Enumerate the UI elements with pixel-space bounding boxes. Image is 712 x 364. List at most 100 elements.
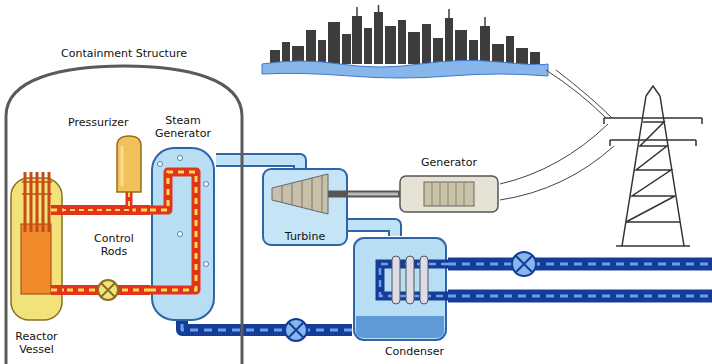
city-skyline — [506, 36, 514, 64]
city-skyline — [270, 12, 540, 64]
pump-symbol — [98, 280, 118, 300]
reactor-vessel-shape — [22, 182, 52, 194]
condenser: Condenser — [352, 236, 448, 360]
cooling-water-pipes — [512, 252, 536, 276]
turbine-shape — [328, 191, 348, 198]
pressurizer-label: Pressurizer — [68, 116, 129, 129]
pressurizer-shape — [121, 146, 124, 186]
steam-generator-shape — [150, 114, 216, 324]
pipe-connector — [64, 192, 129, 210]
generator-shape — [432, 182, 464, 206]
reactor-vessel: Reactor Vessel — [9, 172, 64, 360]
condenser-shape — [356, 316, 444, 338]
steam-generator-shape — [158, 162, 163, 167]
pump-symbol — [101, 283, 115, 297]
city-skyline — [262, 60, 548, 78]
transmission-tower — [616, 245, 690, 247]
pipe-connector — [216, 160, 300, 168]
generator-label-slot: Generator — [398, 156, 500, 169]
city-skyline — [516, 48, 528, 64]
city-skyline — [385, 26, 396, 64]
pressurizer-shape — [117, 136, 141, 192]
generator-label: Generator — [421, 156, 477, 169]
turbine-shape — [272, 174, 328, 214]
city-skyline — [374, 12, 383, 64]
steam-generator-shape — [178, 232, 183, 237]
part-label-slot: Control Rods — [84, 232, 144, 258]
cooling-water-pipes — [448, 264, 712, 296]
steam-generator-shape — [150, 172, 196, 290]
condenser-shape — [406, 256, 414, 304]
city-skyline — [352, 16, 362, 64]
transmission-tower — [626, 122, 680, 222]
steam-generator-shape — [204, 182, 209, 187]
pipe-connector — [348, 225, 395, 236]
containment-structure-shape — [6, 66, 242, 364]
steam-generator-label-slot: Steam Generator — [150, 114, 216, 140]
power-lines — [556, 70, 612, 118]
pipe-connector — [348, 191, 398, 198]
city-skyline — [398, 20, 406, 64]
condenser-shape — [354, 238, 446, 340]
containment-structure-label-slot: Containment Structure — [4, 47, 244, 60]
generator-shape — [400, 176, 498, 212]
city-skyline — [433, 38, 443, 64]
reactor-vessel-label-slot: Reactor Vessel — [9, 330, 64, 356]
pressurizer-label-slot: Pressurizer — [68, 116, 148, 129]
city-skyline — [306, 30, 316, 64]
pipe-connector — [182, 324, 352, 330]
steam-generator-label: Steam Generator — [155, 114, 211, 140]
transmission-tower — [622, 86, 684, 246]
pressurizer: Pressurizer — [66, 116, 148, 192]
pipe-connector — [182, 324, 352, 330]
steam-generator: Steam Generator — [150, 114, 216, 324]
condenser-shape — [352, 236, 448, 360]
city-skyline — [455, 30, 467, 64]
pipe-connector — [348, 193, 398, 196]
steam-generator-shape — [204, 262, 209, 267]
steam-generator-shape — [150, 172, 196, 290]
turbine-label: Turbine — [285, 230, 325, 243]
city-skyline — [530, 52, 540, 64]
city-skyline — [328, 22, 340, 64]
generator: Generator — [398, 156, 500, 214]
containment-structure: Containment StructurePressurizer Steam Ge… — [4, 44, 244, 364]
condenser-shape — [392, 256, 400, 304]
pipe-connector — [64, 192, 129, 210]
reactor-vessel-shape — [21, 224, 51, 294]
cooling-water-pipes — [516, 256, 532, 272]
pump-symbol — [285, 319, 307, 341]
city-skyline — [357, 5, 485, 26]
city-skyline — [364, 28, 372, 64]
turbine-shape — [282, 176, 322, 213]
city-skyline — [342, 34, 351, 64]
city-skyline — [282, 42, 290, 64]
city-skyline — [445, 18, 453, 64]
cooling-water-pipes — [448, 264, 712, 296]
power-lines — [500, 146, 614, 200]
containment-structure-label: Containment Structure — [61, 47, 187, 60]
power-lines — [546, 70, 606, 118]
condenser-label: Condenser — [385, 345, 444, 358]
steam-generator-shape — [178, 156, 183, 161]
pipe-connector — [64, 192, 129, 210]
pipe-connector — [216, 160, 300, 168]
reactor-vessel-shape — [51, 210, 64, 290]
part-label: Control Rods — [94, 232, 134, 258]
pump-symbol — [285, 319, 307, 341]
generator-shape — [424, 182, 474, 206]
reactor-vessel-label: Reactor Vessel — [15, 330, 57, 356]
city-skyline — [408, 32, 420, 64]
turbine-shape — [263, 169, 347, 245]
reactor-vessel-shape — [25, 172, 49, 232]
power-lines — [500, 70, 614, 200]
turbine: Turbine — [262, 168, 348, 246]
pump-symbol — [288, 322, 303, 337]
power-lines — [500, 124, 608, 184]
transmission-tower — [604, 86, 702, 246]
pump-symbol — [98, 280, 118, 300]
pipe-connector — [348, 225, 395, 236]
pipe-connector — [216, 160, 300, 168]
cooling-water-pipes — [448, 252, 712, 296]
